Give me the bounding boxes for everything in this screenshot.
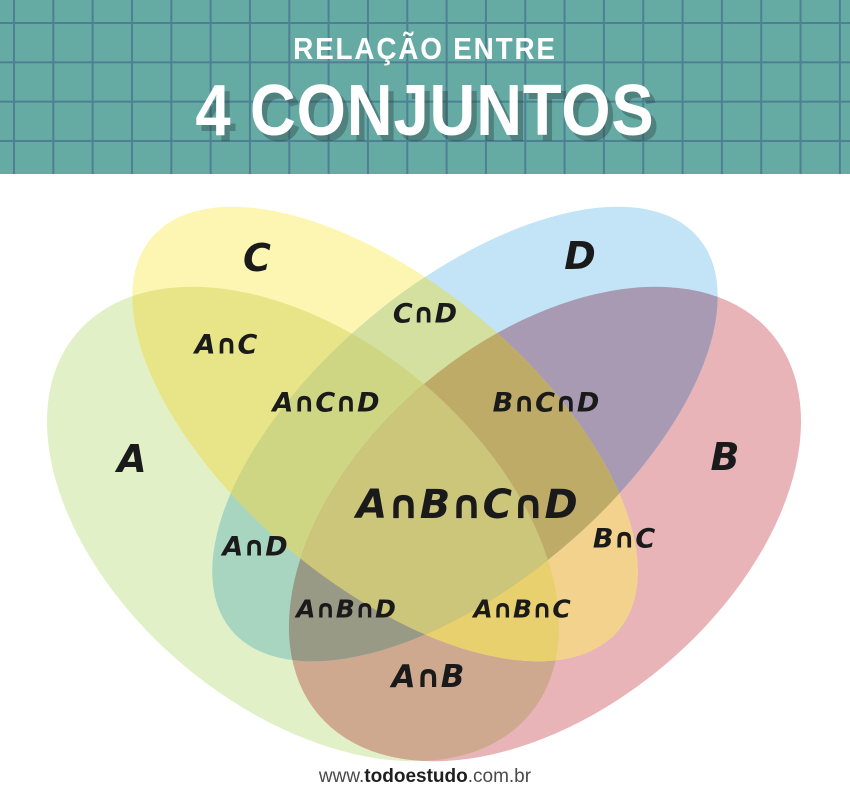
header-grid-background: RELAÇÃO ENTRE 4 CONJUNTOS bbox=[0, 0, 850, 174]
label-a-d: A∩D bbox=[222, 531, 288, 563]
label-b-c-d: B∩C∩D bbox=[492, 387, 600, 419]
header-banner: RELAÇÃO ENTRE 4 CONJUNTOS bbox=[0, 0, 850, 174]
label-set-c: C bbox=[243, 236, 271, 280]
site-url: www.todoestudo.com.br bbox=[0, 766, 850, 788]
label-set-d: D bbox=[564, 234, 596, 278]
label-a-c-d: A∩C∩D bbox=[272, 387, 380, 419]
label-a-b-c: A∩B∩C bbox=[473, 594, 571, 624]
page-title: 4 CONJUNTOS bbox=[195, 71, 655, 151]
label-b-c: B∩C bbox=[592, 523, 656, 555]
label-a-b: A∩B bbox=[391, 659, 465, 695]
label-set-b: B bbox=[710, 435, 740, 479]
label-c-d: C∩D bbox=[392, 298, 458, 330]
header-subtitle: RELAÇÃO ENTRE bbox=[293, 31, 557, 66]
label-a-b-c-d: A∩B∩C∩D bbox=[356, 482, 578, 528]
site-url-suffix: .com.br bbox=[467, 766, 532, 787]
label-set-a: A bbox=[117, 437, 147, 481]
label-a-b-d: A∩B∩D bbox=[296, 594, 396, 624]
site-url-brand: todoestudo bbox=[364, 766, 468, 787]
label-a-c: A∩C bbox=[194, 329, 258, 361]
site-url-prefix: www. bbox=[318, 766, 365, 787]
